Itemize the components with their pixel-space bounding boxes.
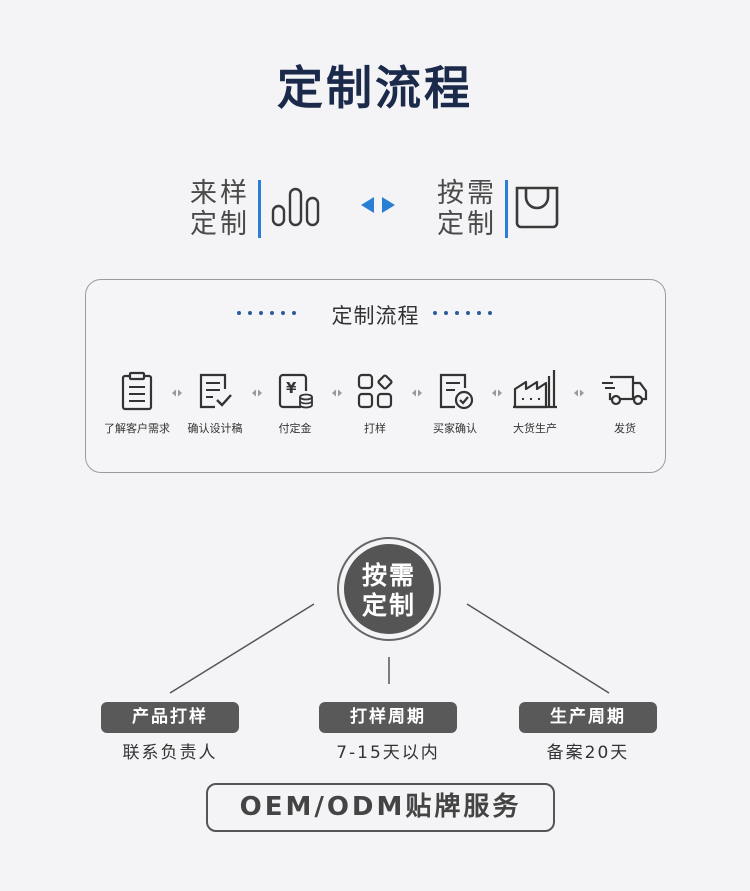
step-label: 大货生产 bbox=[513, 422, 557, 435]
step-separator-icon bbox=[492, 389, 502, 397]
step-separator-icon bbox=[252, 389, 262, 397]
dots-left bbox=[237, 311, 296, 317]
option-sample-divider bbox=[258, 180, 261, 238]
step-buyer-confirm: 买家确认 bbox=[413, 371, 497, 436]
step-label: 发货 bbox=[614, 422, 636, 435]
step-label: 确认设计稿 bbox=[187, 422, 243, 435]
document-badge-icon bbox=[439, 373, 474, 410]
option-demand-divider bbox=[505, 180, 508, 238]
step-mass-production: 大货生产 bbox=[493, 366, 577, 436]
page-title: 定制流程 bbox=[277, 61, 473, 115]
oem-service-badge: OEM/ODM贴牌服务 bbox=[206, 783, 555, 832]
dots-right bbox=[433, 311, 492, 317]
step-label: 了解客户需求 bbox=[104, 422, 170, 435]
option-demand-label: 按需 定制 bbox=[437, 178, 497, 240]
step-separator-icon bbox=[412, 389, 422, 397]
factory-icon bbox=[513, 370, 557, 409]
branch-sample-sub: 联系负责人 bbox=[122, 743, 218, 763]
center-circle bbox=[344, 544, 434, 634]
option-demand-line1: 按需 bbox=[437, 178, 497, 209]
step-sampling: 打样 bbox=[333, 371, 417, 436]
step-label: 付定金 bbox=[278, 422, 312, 435]
step-label: 买家确认 bbox=[433, 422, 477, 435]
shopping-bag-icon bbox=[515, 186, 559, 229]
branch-production-cycle-pill: 生产周期 bbox=[519, 702, 657, 733]
branch-sampling-cycle-pill: 打样周期 bbox=[319, 702, 457, 733]
branch-sample-pill: 产品打样 bbox=[101, 702, 239, 733]
step-separator-icon bbox=[332, 389, 342, 397]
option-demand-line2: 定制 bbox=[437, 209, 497, 240]
step-separator-icon bbox=[574, 389, 584, 397]
option-sample-line2: 定制 bbox=[190, 209, 250, 240]
step-separator-icon bbox=[172, 389, 182, 397]
center-circle-line1: 按需 bbox=[361, 561, 416, 590]
process-title: 定制流程 bbox=[331, 304, 420, 328]
yen-coins-icon: ¥ bbox=[278, 373, 313, 409]
step-label: 打样 bbox=[364, 422, 386, 435]
svg-text:¥: ¥ bbox=[286, 379, 297, 397]
step-understand-needs: 了解客户需求 bbox=[95, 371, 179, 436]
clipboard-icon bbox=[121, 371, 153, 411]
option-sample-label: 来样 定制 bbox=[190, 178, 250, 240]
step-shipping: 发货 bbox=[583, 371, 667, 436]
bar-chart-icon bbox=[271, 187, 320, 227]
branch-production-cycle-sub: 备案20天 bbox=[546, 743, 630, 763]
branch-sampling-cycle-sub: 7-15天以内 bbox=[336, 743, 440, 763]
step-confirm-design: 确认设计稿 bbox=[173, 371, 257, 436]
step-deposit: ¥ 付定金 bbox=[253, 371, 337, 436]
grid-apps-icon bbox=[357, 373, 393, 409]
swap-arrows-icon bbox=[361, 197, 395, 213]
truck-icon bbox=[602, 375, 648, 406]
option-sample-line1: 来样 bbox=[190, 178, 250, 209]
center-circle-line2: 定制 bbox=[361, 591, 416, 620]
process-card: 定制流程 了解客户需求 确认设计稿 ¥ bbox=[85, 279, 666, 473]
document-check-icon bbox=[199, 373, 232, 409]
